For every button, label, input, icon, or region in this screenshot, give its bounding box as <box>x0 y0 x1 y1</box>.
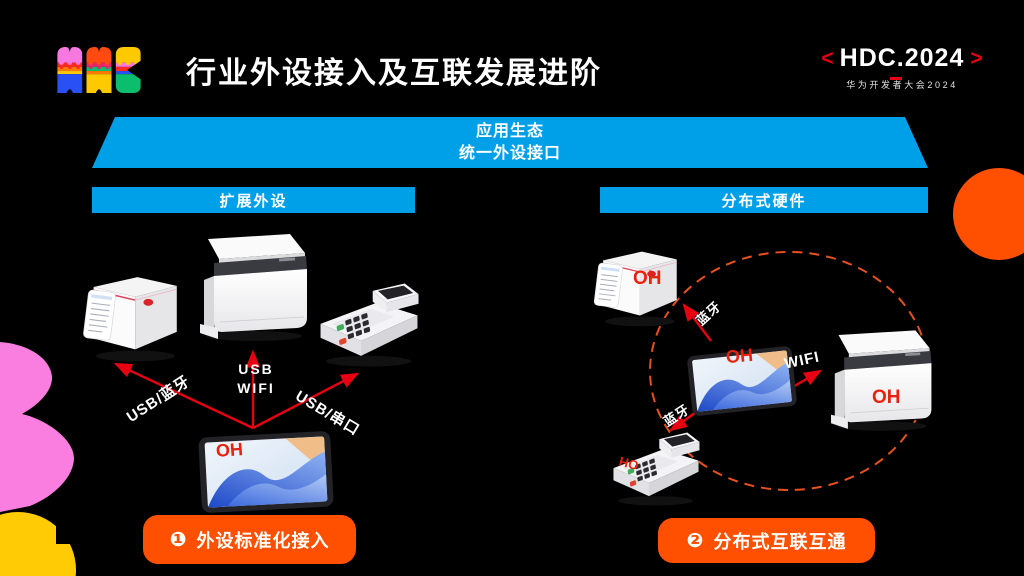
oh-os-label: OH <box>633 268 662 289</box>
section-header-distributed-hardware: 分布式硬件 <box>600 187 928 213</box>
oh-os-label: OH <box>872 387 901 408</box>
step1-number-icon: ❶ <box>169 528 187 551</box>
section-header-expand-peripherals: 扩展外设 <box>92 187 415 213</box>
event-name-row: < HDC.2024 > <box>821 44 983 80</box>
app-ecosystem-banner: 应用生态 统一外设接口 <box>92 117 928 168</box>
receipt-printer-image <box>82 276 178 363</box>
step2-badge: ❷ 分布式互联互通 <box>658 518 875 563</box>
decor-yellow-shape-icon <box>0 498 92 576</box>
pos-terminal-image <box>320 283 419 367</box>
copier-image <box>199 233 308 342</box>
step2-label: 分布式互联互通 <box>713 531 847 552</box>
event-underline <box>890 77 902 80</box>
banner-line2: 统一外设接口 <box>458 144 561 162</box>
event-name: HDC.2024 <box>839 44 965 72</box>
decor-pink-flower-icon <box>0 342 74 512</box>
oh-os-label: OH <box>215 439 244 461</box>
bracket-right-icon: > <box>970 46 983 70</box>
step1-badge: ❶ 外设标准化接入 <box>143 515 356 564</box>
tablet-image <box>190 424 342 520</box>
copier-oh-image <box>830 329 932 432</box>
step1-label: 外设标准化接入 <box>196 530 330 551</box>
page-title: 行业外设接入及互联发展进阶 <box>186 57 602 90</box>
step2-number-icon: ❷ <box>686 529 704 552</box>
banner-line1: 应用生态 <box>475 122 544 140</box>
bracket-left-icon: < <box>821 46 834 70</box>
event-badge: < HDC.2024 > 华为开发者大会2024 <box>821 44 983 91</box>
event-subtitle: 华为开发者大会2024 <box>846 80 958 90</box>
connection-label-wifi: WIFI <box>237 380 275 396</box>
hdc-logo <box>57 47 141 93</box>
connection-label-usb: USB <box>238 361 274 377</box>
decor-orange-circles-icon <box>953 168 1024 260</box>
oh-os-label: OH <box>725 344 754 368</box>
